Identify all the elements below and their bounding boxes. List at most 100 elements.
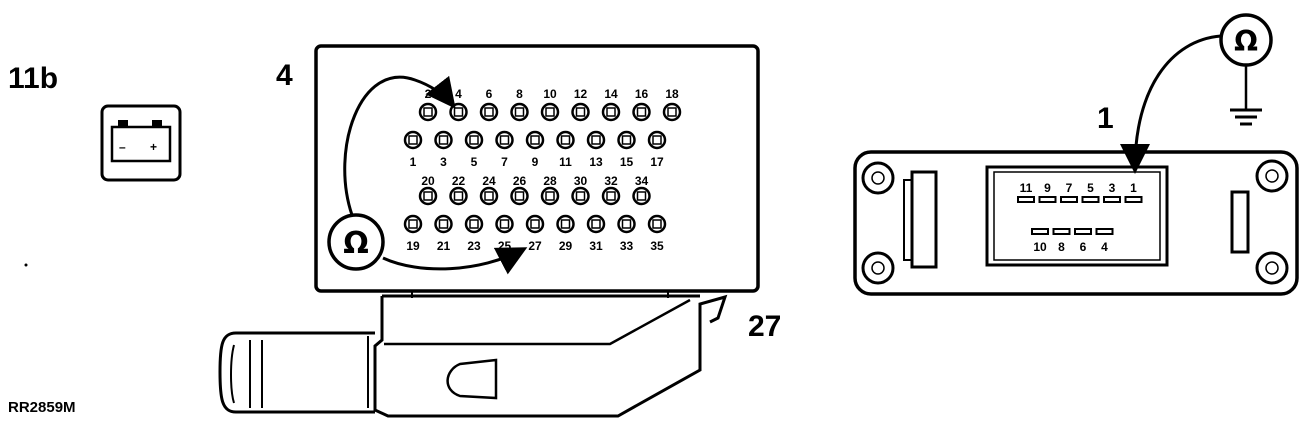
pin-number: 13 — [589, 155, 603, 169]
pin-number: 4 — [455, 87, 462, 101]
ecu-pin-number: 9 — [1044, 181, 1051, 195]
ecu-pin-number: 5 — [1087, 181, 1094, 195]
mount-hole-bl — [861, 251, 895, 285]
pin-number: 26 — [513, 174, 527, 188]
pin-number: 27 — [528, 239, 542, 253]
pin-number: 19 — [406, 239, 420, 253]
pin-number: 14 — [604, 87, 618, 101]
ohmmeter-symbol: Ω — [343, 226, 369, 261]
ecu-terminal — [1124, 196, 1143, 203]
main-connector-label: 4 — [276, 59, 293, 92]
pin-number: 29 — [559, 239, 573, 253]
connector-pin — [601, 102, 621, 122]
connector-pin — [525, 130, 545, 150]
test-lead-upper — [343, 75, 456, 216]
ecu-pin-number: 7 — [1066, 181, 1073, 195]
battery-plus: + — [150, 140, 157, 154]
connector-pin — [617, 130, 636, 150]
ecu-pin-number: 6 — [1080, 240, 1087, 254]
ecu-terminal — [1095, 228, 1114, 235]
ecu-pin-number: 8 — [1058, 240, 1065, 254]
connector-pin — [449, 186, 468, 206]
connector-pin — [632, 102, 651, 122]
pin-number: 6 — [486, 87, 493, 101]
pin-ref-label: 27 — [748, 310, 781, 343]
ground-icon — [1230, 65, 1262, 126]
connector-pin — [586, 130, 606, 150]
connector-pin — [586, 214, 606, 234]
pin-number: 2 — [425, 87, 432, 101]
connector-pin — [403, 214, 423, 234]
ohmmeter-symbol-right: Ω — [1234, 25, 1258, 58]
pin-number: 22 — [452, 174, 466, 188]
pin-number: 8 — [516, 87, 523, 101]
pin-number: 21 — [437, 239, 451, 253]
stray-dot — [24, 263, 28, 267]
pin-number: 1 — [410, 155, 417, 169]
connector-pin — [540, 186, 560, 206]
pin-number: 34 — [635, 174, 649, 188]
pin-number: 23 — [467, 239, 481, 253]
connector-pin — [403, 130, 423, 150]
connector-pin — [540, 102, 560, 122]
connector-pin — [632, 186, 651, 206]
connector-plug-body — [218, 290, 728, 418]
connector-pin — [434, 130, 453, 150]
ecu-pin-label: 1 — [1097, 102, 1114, 135]
connector-pin — [601, 186, 621, 206]
connector-pin — [571, 186, 590, 206]
pin-number: 18 — [665, 87, 679, 101]
ohmmeter-icon-right: Ω — [1219, 13, 1273, 67]
connector-pin — [510, 186, 529, 206]
pin-number: 12 — [574, 87, 588, 101]
connector-pin — [495, 214, 514, 234]
pin-number: 9 — [532, 155, 539, 169]
ohmmeter-icon: Ω — [327, 213, 385, 271]
connector-pin — [647, 130, 667, 150]
ecu-terminal — [1017, 196, 1035, 203]
mount-hole-tl — [861, 161, 895, 195]
connector-pin — [495, 130, 514, 150]
connector-pin — [464, 214, 484, 234]
pin-number: 28 — [543, 174, 557, 188]
ecu-terminal — [1060, 196, 1078, 203]
pin-number: 32 — [604, 174, 618, 188]
ecu-pin-number: 4 — [1101, 240, 1108, 254]
connector-pin — [556, 214, 575, 234]
test-lead-lower — [382, 247, 528, 275]
ecu-terminal — [1074, 228, 1092, 235]
battery-minus: – — [119, 140, 126, 154]
pin-number: 31 — [589, 239, 603, 253]
pin-number: 10 — [543, 87, 557, 101]
ecu-terminal — [1081, 196, 1100, 203]
connector-pin — [617, 214, 636, 234]
ecu-terminal — [1103, 196, 1121, 203]
pin-number: 30 — [574, 174, 588, 188]
ecu-pin-number: 10 — [1033, 240, 1047, 254]
ecu-terminal — [1031, 228, 1049, 235]
pin-number: 7 — [501, 155, 508, 169]
pin-number: 33 — [620, 239, 634, 253]
mount-hole-tr — [1255, 159, 1289, 193]
ecu-pin-number: 3 — [1109, 181, 1116, 195]
battery-icon: – + — [100, 104, 182, 182]
ecu-pin-number: 1 — [1130, 181, 1137, 195]
mount-hole-br — [1255, 251, 1289, 285]
pin-number: 16 — [635, 87, 649, 101]
ecu-terminal — [1052, 228, 1071, 235]
test-lead-right — [1120, 34, 1222, 174]
ecu-terminal — [1038, 196, 1057, 203]
pin-number: 17 — [650, 155, 664, 169]
pin-number: 15 — [620, 155, 634, 169]
connector-pin — [647, 214, 667, 234]
connector-pin — [510, 102, 529, 122]
connector-pin — [418, 102, 438, 122]
connector-pin — [434, 214, 453, 234]
pin-number: 24 — [482, 174, 496, 188]
connector-pin — [556, 130, 575, 150]
